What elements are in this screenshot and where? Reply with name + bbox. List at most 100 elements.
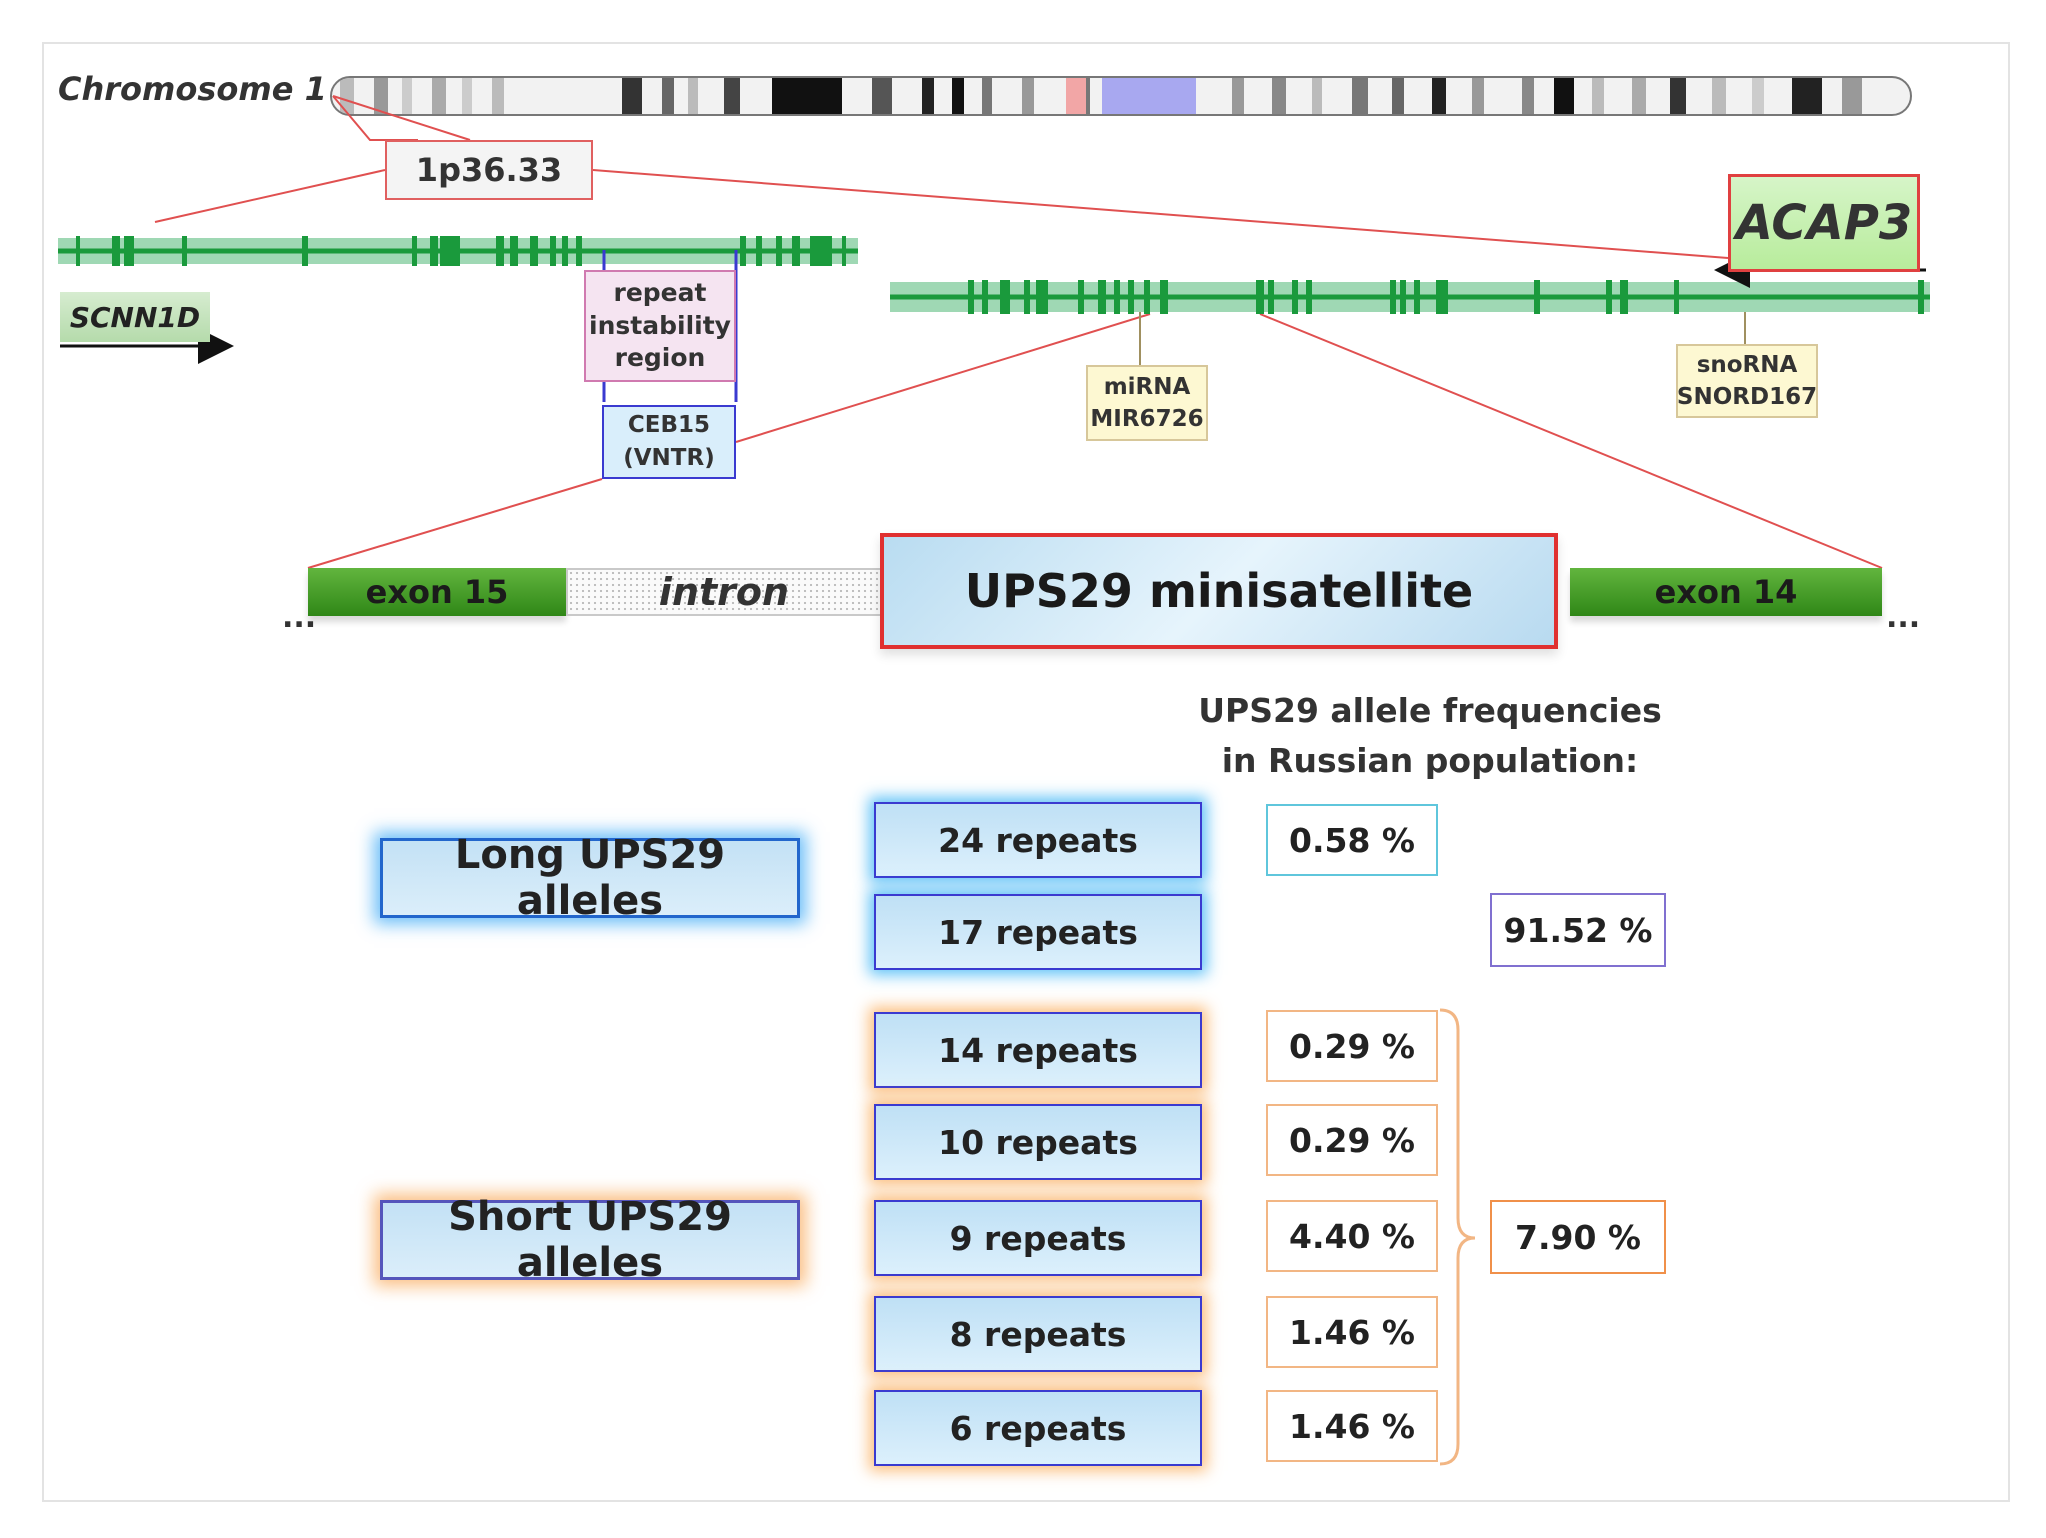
chromosome-band: [772, 78, 842, 114]
exon-mark: [1306, 280, 1312, 314]
centromere: [1086, 78, 1090, 114]
chromosome-band: [1022, 78, 1034, 114]
chromosome-band: [982, 78, 992, 114]
repeat-region-line1: repeat: [613, 278, 707, 308]
exon-mark: [792, 236, 800, 266]
chromosome-band: [688, 78, 698, 114]
zoom-line-right: [592, 169, 1729, 259]
chromosome-band: [1432, 78, 1446, 114]
frequency-title: UPS29 allele frequencies in Russian popu…: [1160, 686, 1700, 785]
chromosome-band: [1554, 78, 1574, 114]
short-alleles-total: 7.90 %: [1490, 1200, 1666, 1274]
exon-mark: [112, 236, 120, 266]
exon-mark: [1098, 280, 1106, 314]
exon-mark: [1620, 280, 1628, 314]
snorna-box: snoRNA SNORD167: [1676, 344, 1818, 418]
chromosome-band: [492, 78, 504, 114]
exon-mark: [968, 280, 974, 314]
exon-mark: [1114, 280, 1120, 314]
exon-mark: [76, 236, 80, 266]
chromosome-band: [462, 78, 472, 114]
allele-10-frequency: 0.29 %: [1266, 1104, 1438, 1176]
exon-mark: [1268, 280, 1274, 314]
exon-mark: [562, 236, 568, 266]
allele-24-frequency: 0.58 %: [1266, 804, 1438, 876]
exon-mark: [842, 236, 846, 266]
exon-mark: [412, 236, 417, 266]
exon-mark: [1256, 280, 1264, 314]
allele-14-frequency: 0.29 %: [1266, 1010, 1438, 1082]
allele-24-repeats: 24 repeats: [874, 802, 1202, 878]
exon-mark: [810, 236, 832, 266]
chromosome-band: [1352, 78, 1368, 114]
exon-mark: [510, 236, 518, 266]
chromosome-band: [374, 78, 388, 114]
allele-8-repeats: 8 repeats: [874, 1296, 1202, 1372]
exon-mark: [982, 280, 988, 314]
exon-14-bar: exon 14: [1570, 568, 1882, 616]
exon-mark: [740, 236, 746, 266]
repeat-region-line3: region: [614, 343, 706, 373]
chromosome-band: [952, 78, 964, 114]
exon-mark: [776, 236, 782, 266]
exon-mark: [496, 236, 504, 266]
allele-8-frequency: 1.46 %: [1266, 1296, 1438, 1368]
chromosome-band: [402, 78, 412, 114]
right-ellipsis: ...: [1886, 600, 1921, 635]
chromosome-band: [1712, 78, 1726, 114]
exon-mark: [1160, 280, 1168, 314]
mirna-line2: MIR6726: [1090, 406, 1204, 432]
long-alleles-label: Long UPS29 alleles: [380, 832, 800, 924]
chromosome-band: [922, 78, 934, 114]
locus-1p36-box: 1p36.33: [385, 140, 593, 200]
exon-mark: [440, 236, 460, 266]
chromosome-band: [724, 78, 740, 114]
exon-mark: [182, 236, 187, 266]
chromosome-band: [1632, 78, 1646, 114]
allele-10-repeats: 10 repeats: [874, 1104, 1202, 1180]
chromosome-band: [872, 78, 892, 114]
snorna-line2: SNORD167: [1676, 384, 1818, 410]
chromosome-band: [622, 78, 642, 114]
chromosome-band: [1392, 78, 1404, 114]
chromosome-label: Chromosome 1: [58, 70, 327, 108]
exon-mark: [1414, 280, 1420, 314]
exon-mark: [1000, 280, 1010, 314]
chromosome-band: [1472, 78, 1484, 114]
chromosome-band: [1232, 78, 1244, 114]
intron-segment: intron: [566, 568, 882, 616]
scnn1d-gene-label: SCNN1D: [60, 292, 210, 342]
chromosome-band: [1670, 78, 1686, 114]
exon-mark: [756, 236, 762, 266]
chromosome-band: [1792, 78, 1822, 114]
exon-mark: [530, 236, 538, 266]
allele-9-repeats: 9 repeats: [874, 1200, 1202, 1276]
ceb15-vntr-box: CEB15 (VNTR): [602, 405, 736, 479]
exon-mark: [1078, 280, 1084, 314]
exon-mark: [1436, 280, 1448, 314]
ups29-minisatellite-box: UPS29 minisatellite: [880, 533, 1558, 649]
exon-mark: [550, 236, 556, 266]
chromosome-band: [432, 78, 446, 114]
acap3-gene-label: ACAP3: [1728, 174, 1920, 272]
exon-mark: [1400, 280, 1406, 314]
locus-callout-line: [332, 95, 418, 141]
allele-14-repeats: 14 repeats: [874, 1012, 1202, 1088]
chromosome-band: [662, 78, 674, 114]
allele-17-repeats: 17 repeats: [874, 894, 1202, 970]
chromosome-band: [1066, 78, 1086, 114]
ceb15-line2: (VNTR): [623, 445, 715, 471]
allele-6-frequency: 1.46 %: [1266, 1390, 1438, 1462]
mirna-line1: miRNA: [1103, 373, 1191, 400]
chromosome-band: [1752, 78, 1764, 114]
zoom-line-left: [154, 169, 386, 223]
snorna-line1: snoRNA: [1696, 351, 1798, 378]
exon-mark: [1036, 280, 1048, 314]
exon-mark: [1144, 280, 1150, 314]
allele-9-frequency: 4.40 %: [1266, 1200, 1438, 1272]
chromosome-band: [1842, 78, 1862, 114]
exon-mark: [302, 236, 308, 266]
exon-mark: [1292, 280, 1298, 314]
frequency-title-line2: in Russian population:: [1221, 740, 1639, 780]
